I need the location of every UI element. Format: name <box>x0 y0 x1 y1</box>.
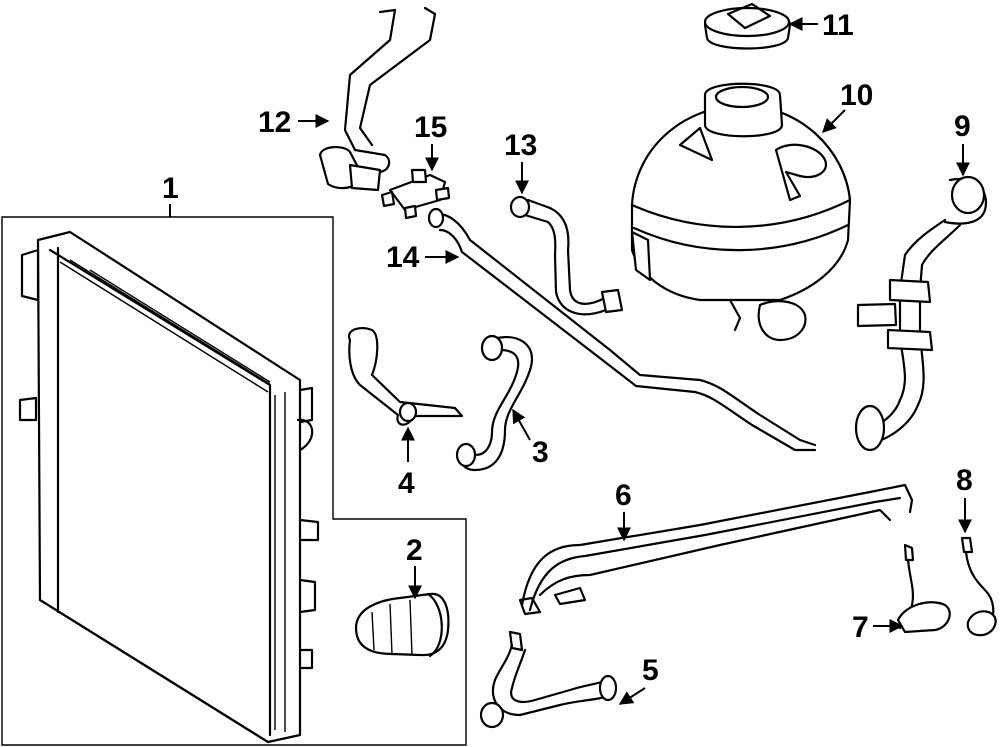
hose-13 <box>509 195 624 316</box>
callout-9: 9 <box>954 110 971 143</box>
callout-7: 7 <box>852 611 869 644</box>
callout-11: 11 <box>822 9 854 42</box>
callout-15: 15 <box>414 111 447 144</box>
hose-3 <box>455 334 533 472</box>
pipe-assembly-6 <box>518 483 914 616</box>
callout-5: 5 <box>642 654 659 687</box>
hose-5 <box>479 630 618 729</box>
radiator <box>1 216 467 746</box>
callout-2: 2 <box>406 534 423 567</box>
callout-12: 12 <box>258 106 291 139</box>
callout-1: 1 <box>162 172 179 205</box>
leader-5 <box>618 687 646 705</box>
callout-10: 10 <box>840 79 873 112</box>
callout-14: 14 <box>386 241 420 274</box>
callouts: 1 2 3 4 5 6 7 8 9 10 11 12 13 14 15 <box>162 9 973 705</box>
callout-6: 6 <box>615 479 632 512</box>
callout-4: 4 <box>398 467 415 500</box>
hose-8 <box>960 536 997 637</box>
tank-cap <box>703 2 792 50</box>
leader-3 <box>512 408 531 441</box>
hose-9 <box>854 175 988 452</box>
expansion-tank <box>630 82 852 342</box>
pipe-14 <box>427 207 817 452</box>
pipe-4 <box>347 326 464 426</box>
callout-8: 8 <box>956 464 973 497</box>
bracket-hose-12 <box>318 6 437 192</box>
hose-7 <box>896 543 951 634</box>
leader-10 <box>822 109 846 133</box>
tee-connector-15 <box>380 168 451 220</box>
callout-13: 13 <box>504 129 537 162</box>
bellows-boot <box>354 592 450 658</box>
callout-3: 3 <box>532 436 549 469</box>
